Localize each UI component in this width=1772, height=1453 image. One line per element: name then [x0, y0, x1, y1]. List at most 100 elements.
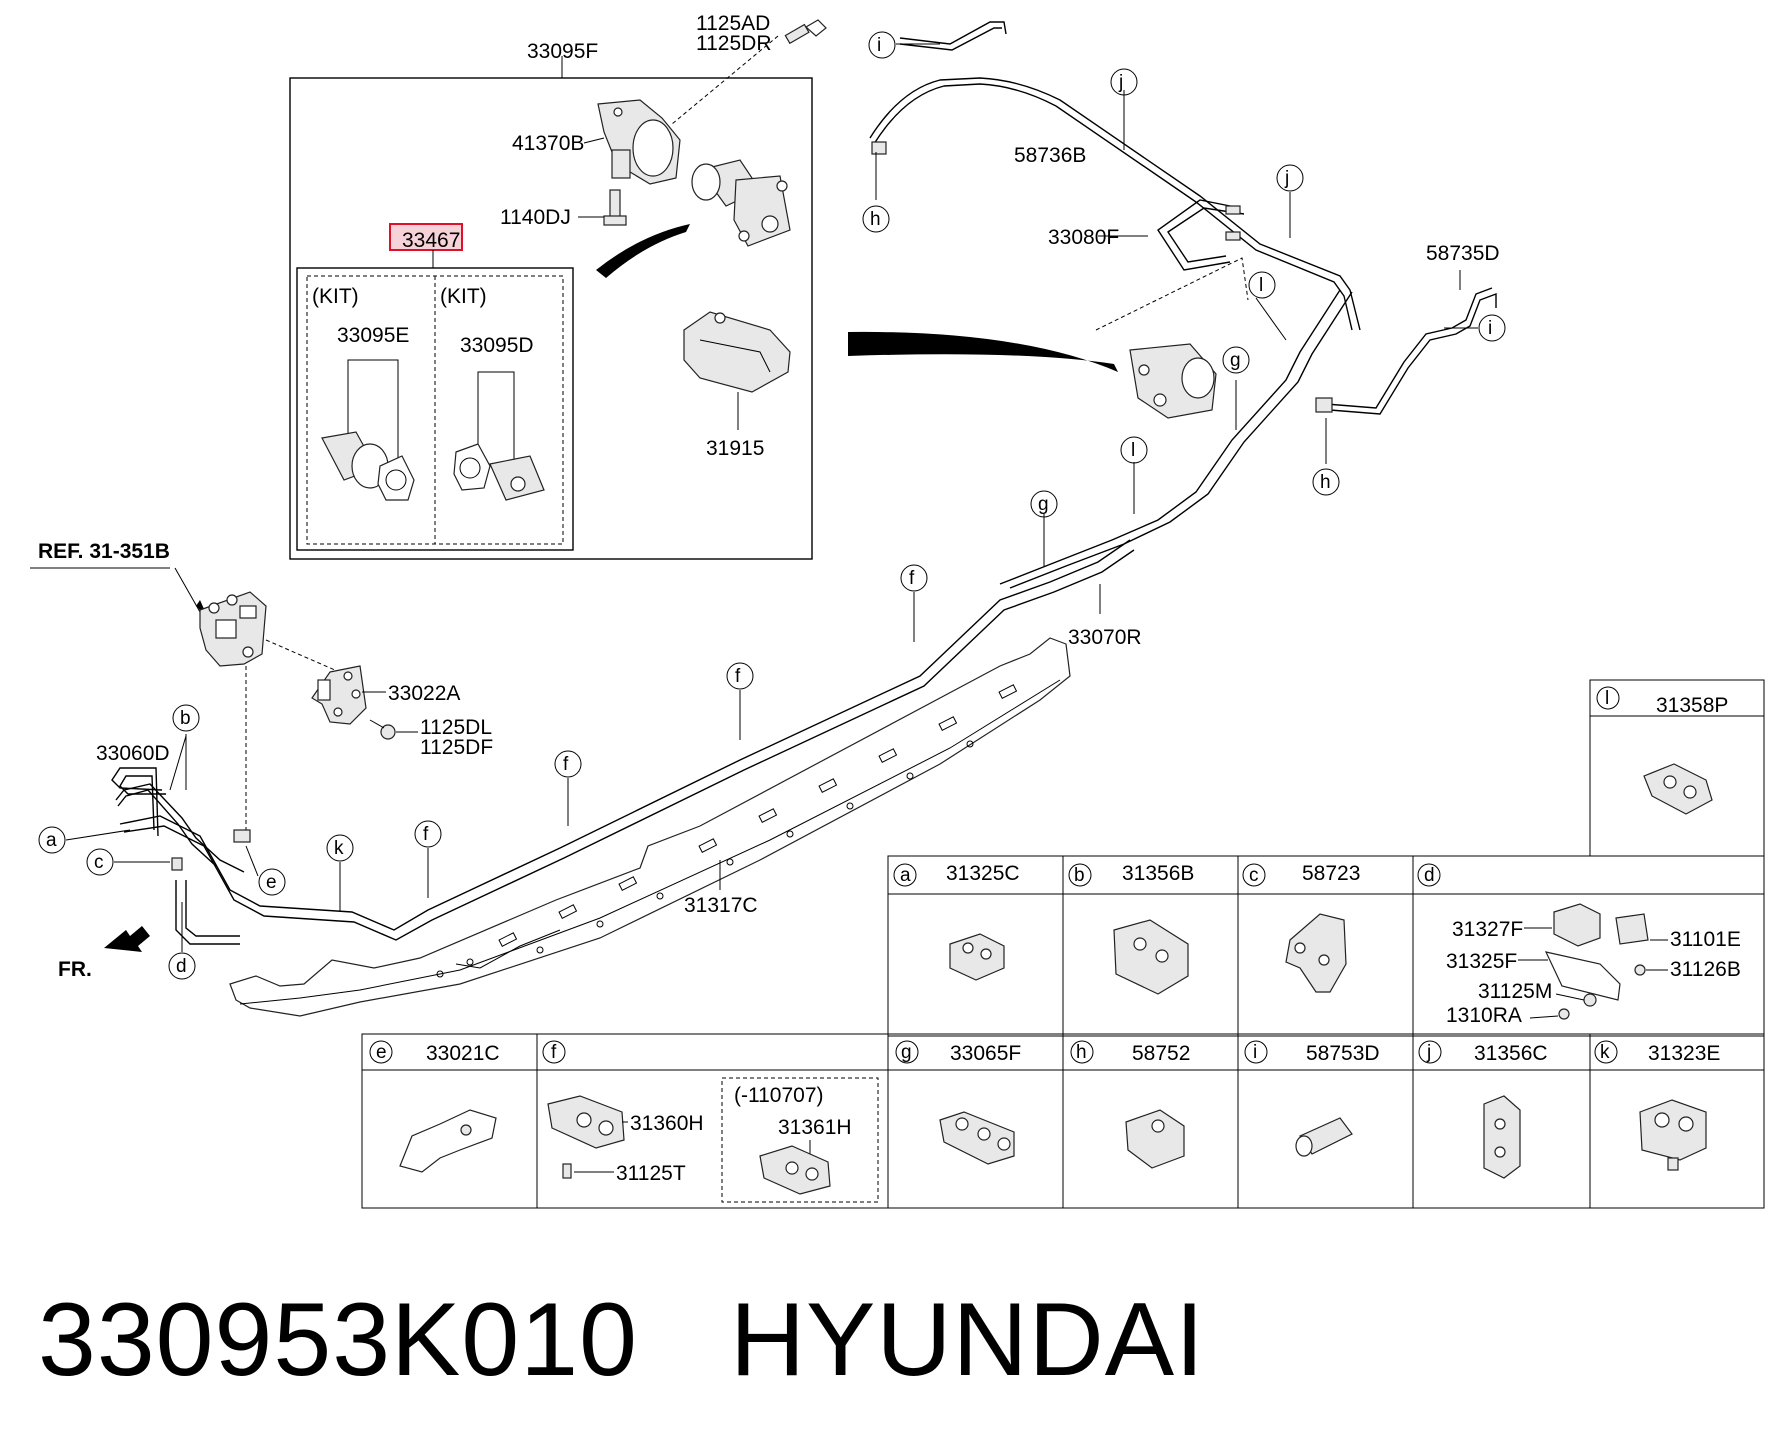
rear-actuator-icon: [1129, 343, 1217, 419]
callout-i[interactable]: i: [1488, 318, 1492, 339]
label-1125DL[interactable]: 1125DL: [420, 716, 492, 739]
table-part-31325F[interactable]: 31325F: [1446, 950, 1517, 973]
callout-i[interactable]: i: [877, 35, 881, 56]
table-letter-h: h: [1076, 1042, 1087, 1063]
callout-f[interactable]: f: [423, 824, 429, 845]
table-letter-e: e: [376, 1042, 387, 1063]
table-part-31356B[interactable]: 31356B: [1122, 862, 1194, 885]
table-part-33021C[interactable]: 33021C: [426, 1042, 500, 1065]
table-letter-l: l: [1605, 688, 1609, 709]
label-33022A[interactable]: 33022A: [388, 682, 460, 705]
gasket-icon: [453, 443, 491, 491]
callout-h[interactable]: h: [1320, 472, 1331, 493]
bolt-1125DL-icon: [369, 719, 396, 740]
rear-pipe-assembly: [869, 21, 1497, 589]
callout-c[interactable]: c: [94, 852, 104, 873]
label-1125AD[interactable]: 1125AD: [696, 12, 770, 35]
table-part-31323E[interactable]: 31323E: [1648, 1042, 1720, 1065]
callout-d[interactable]: d: [176, 956, 187, 977]
table-letter-c: c: [1249, 865, 1259, 886]
table-part-33065F[interactable]: 33065F: [950, 1042, 1021, 1065]
label-33095D[interactable]: 33095D: [460, 334, 534, 357]
kit-right-label: (KIT): [440, 285, 487, 308]
footer-brand: HYUNDAI: [729, 1282, 1205, 1398]
bracket-33022A-icon: [311, 665, 367, 725]
table-part-31356C[interactable]: 31356C: [1474, 1042, 1548, 1065]
label-58736B[interactable]: 58736B: [1014, 144, 1086, 167]
table-letter-f: f: [551, 1042, 557, 1063]
table-part-31325C[interactable]: 31325C: [946, 862, 1020, 885]
table-part-58753D[interactable]: 58753D: [1306, 1042, 1380, 1065]
kit-actuator-icon: [489, 455, 545, 501]
label-1125DR[interactable]: 1125DR: [696, 32, 772, 55]
label-33467[interactable]: 33467: [402, 229, 460, 252]
kit-left-label: (KIT): [312, 285, 359, 308]
clip-31323E-icon: [1639, 1099, 1707, 1171]
highlight-box: [389, 223, 463, 251]
gasket-icon: [377, 455, 415, 501]
bracket-58723-icon: [1285, 913, 1347, 993]
table-part-31101E[interactable]: 31101E: [1670, 928, 1741, 951]
clip-31356B-icon: [1113, 919, 1189, 995]
table-part-58752[interactable]: 58752: [1132, 1042, 1190, 1065]
ref-31-351B[interactable]: REF. 31-351B: [38, 540, 170, 563]
floor-frame-31317C: [229, 637, 1071, 1017]
table-part-58723[interactable]: 58723: [1302, 862, 1360, 885]
callout-l[interactable]: l: [1131, 440, 1135, 461]
label-1125DF[interactable]: 1125DF: [420, 736, 493, 759]
label-41370B[interactable]: 41370B: [512, 132, 584, 155]
bracket-41370B-icon: [597, 99, 681, 185]
table-letter-i: i: [1253, 1042, 1257, 1063]
callout-g[interactable]: g: [1230, 350, 1241, 371]
callout-k[interactable]: k: [334, 838, 344, 859]
label-33095F[interactable]: 33095F: [527, 40, 598, 63]
clip-33021C-icon: [399, 1109, 497, 1173]
actuator-assembly-box: 33095F 1125AD 1125DR 41370B 1140DJ: [289, 12, 827, 560]
clip-31360H-icon: [547, 1095, 625, 1149]
label-1140DJ[interactable]: 1140DJ: [500, 206, 571, 229]
callout-l[interactable]: l: [1259, 275, 1263, 296]
label-58735D[interactable]: 58735D: [1426, 242, 1500, 265]
label-33070R[interactable]: 33070R: [1068, 626, 1142, 649]
table-part-31361H[interactable]: 31361H: [778, 1116, 852, 1139]
table-letter-d: d: [1424, 865, 1435, 886]
callout-f[interactable]: f: [735, 666, 741, 687]
table-letter-a: a: [900, 865, 911, 886]
arrow-shape: [848, 331, 1118, 372]
callout-g[interactable]: g: [1038, 494, 1049, 515]
callout-e[interactable]: e: [266, 872, 277, 893]
sleeve-58753D-icon: [1295, 1117, 1353, 1157]
callout-j[interactable]: j: [1118, 72, 1123, 93]
table-part-31327F[interactable]: 31327F: [1452, 918, 1523, 941]
table-part-1310RA[interactable]: 1310RA: [1446, 1004, 1522, 1027]
label-31317C[interactable]: 31317C: [684, 894, 758, 917]
callout-f[interactable]: f: [563, 754, 569, 775]
table-part-31125T[interactable]: 31125T: [616, 1162, 686, 1185]
callout-h[interactable]: h: [870, 209, 881, 230]
table-part-31358P[interactable]: 31358P: [1656, 694, 1728, 717]
table-letter-j: j: [1426, 1042, 1431, 1063]
label-33080F[interactable]: 33080F: [1048, 226, 1119, 249]
label-33060D[interactable]: 33060D: [96, 742, 170, 765]
label-31915[interactable]: 31915: [706, 437, 764, 460]
table-letter-k: k: [1600, 1042, 1610, 1063]
clip-31361H-icon: [759, 1145, 831, 1195]
table-date-range: (-110707): [734, 1084, 824, 1107]
table-part-31126B[interactable]: 31126B: [1670, 958, 1741, 981]
callout-j[interactable]: j: [1284, 168, 1289, 189]
block-58752-icon: [1125, 1109, 1185, 1169]
hydraulic-unit-icon: [199, 591, 267, 667]
callout-f[interactable]: f: [909, 568, 915, 589]
clip-31325C-icon: [949, 933, 1005, 981]
front-arrow-icon: [104, 926, 150, 952]
label-33095E[interactable]: 33095E: [337, 324, 409, 347]
callout-a[interactable]: a: [46, 830, 57, 851]
table-part-31360H[interactable]: 31360H: [630, 1112, 704, 1135]
screw-31125T-icon: [562, 1163, 572, 1179]
table-part-31125M[interactable]: 31125M: [1478, 980, 1552, 1003]
circled-callouts: i j h j l i g h l g f f f: [38, 31, 1506, 980]
callout-b[interactable]: b: [180, 708, 191, 729]
bolt-icon: [784, 19, 827, 45]
clip-kit-d-icon: [1544, 903, 1649, 1020]
